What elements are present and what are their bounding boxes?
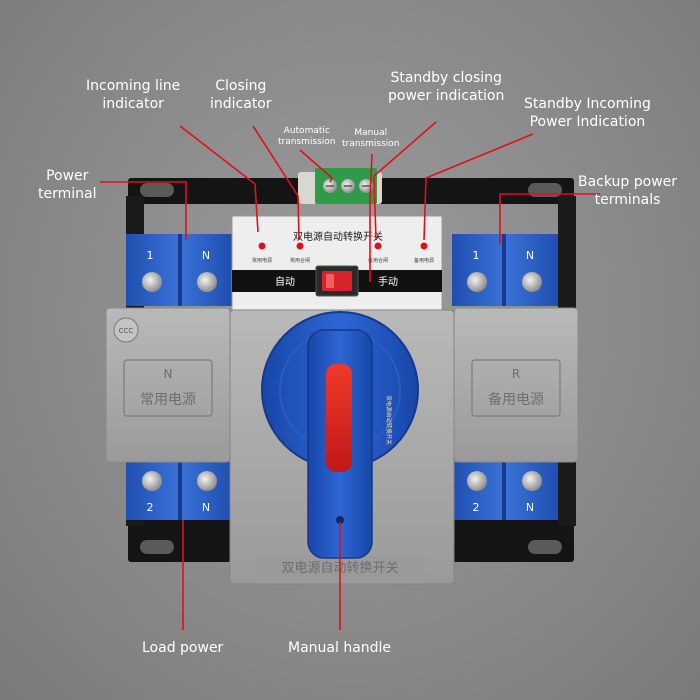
control-panel: 双电源自动转换开关 常用电源 常用合闸 备用合闸 备用电源 自动 手动 (231, 215, 443, 311)
callout-standby-closing-power-indication: Standby closing power indication (388, 70, 504, 105)
callout-incoming-line-indicator: Incoming line indicator (86, 78, 180, 113)
screw-icon (142, 272, 162, 292)
terminal-label: N (526, 249, 534, 262)
callout-line: Standby Incoming (524, 96, 651, 112)
indicator-light (296, 242, 304, 250)
callout-line: transmission (342, 138, 400, 149)
callout-line: Closing (215, 78, 267, 94)
leader-line (369, 153, 373, 282)
mount-slot (140, 183, 174, 197)
mode-manual-label: 手动 (378, 275, 398, 288)
terminal-label: N (202, 249, 210, 262)
callout-load-power: Load power (142, 640, 224, 656)
handle-grip-dot (336, 516, 344, 524)
cover-letter: N (164, 367, 173, 381)
terminal-label: 2 (147, 501, 154, 514)
terminal-cover-normal: CCC N 常用电源 (105, 307, 231, 463)
handle-text: 双电源自动转换开关 (385, 395, 393, 445)
terminal-label: 1 (147, 249, 154, 262)
leader-line (499, 193, 600, 244)
mode-auto-label: 自动 (275, 275, 295, 288)
indicator-light (420, 242, 428, 250)
terminal-label: 1 (473, 249, 480, 262)
terminal-block-top-left: 1 N (126, 234, 232, 306)
leader-lines (100, 121, 600, 630)
callout-line: power indication (388, 87, 505, 104)
terminal-label: N (202, 501, 210, 514)
cover-letter: R (512, 367, 520, 381)
screw-icon (197, 471, 217, 491)
callout-line: Standby closing (390, 70, 502, 86)
callout-line: Power Indication (529, 113, 646, 130)
cover-text: 常用电源 (140, 392, 196, 408)
indicator-light (374, 242, 382, 250)
callout-automatic-transmission: Automatic transmission (278, 126, 336, 148)
cover-text: 备用电源 (488, 391, 544, 408)
terminal-block-top-right: 1 N (452, 234, 558, 306)
screw-icon (522, 471, 542, 491)
callout-manual-handle: Manual handle (288, 640, 392, 656)
screw-icon (142, 471, 162, 491)
leader-line (100, 181, 187, 240)
callout-standby-incoming-power-indication: Standby Incoming Power Indication (524, 96, 651, 131)
terminal-block-bottom-right: 2 N (452, 462, 558, 520)
terminal-cover-backup: R 备用电源 (453, 307, 579, 463)
terminal-label: 2 (473, 501, 480, 514)
leader-line (373, 121, 437, 241)
callout-backup-power-terminals: Backup power terminals (578, 174, 677, 209)
indicator-label: 常用电源 (252, 257, 272, 264)
callout-line: Incoming line (86, 78, 181, 94)
screw-icon (197, 272, 217, 292)
screw-icon (522, 272, 542, 292)
mount-slot (528, 540, 562, 554)
handle-indicator-strip (326, 364, 352, 472)
leader-line (252, 125, 300, 241)
callout-closing-indicator: Closing indicator (210, 78, 272, 113)
screw-icon (467, 272, 487, 292)
leader-line (423, 133, 534, 241)
indicator-label: 备用合闸 (368, 257, 388, 264)
callout-manual-transmission: Manual transmission (342, 128, 400, 150)
mount-slot (140, 540, 174, 554)
terminal-block-bottom-left: 2 N (126, 462, 232, 520)
callout-line: Backup power (578, 174, 678, 190)
callout-line: indicator (210, 95, 272, 112)
leader-line (299, 149, 333, 183)
callout-line: transmission (278, 136, 336, 147)
callout-line: indicator (102, 95, 164, 112)
mount-slot (528, 183, 562, 197)
panel-title: 双电源自动转换开关 (293, 230, 383, 243)
indicator-label: 备用电源 (414, 257, 434, 264)
ccc-mark-text: CCC (119, 327, 134, 335)
indicator-light (258, 242, 266, 250)
callout-line: terminals (594, 191, 661, 208)
callout-line: Power (46, 168, 89, 184)
terminal-label: N (526, 501, 534, 514)
ccc-mark-icon (113, 317, 139, 343)
screw-icon (467, 471, 487, 491)
callout-line: Manual (354, 128, 388, 138)
leader-line (179, 125, 259, 233)
callout-line: Automatic (283, 126, 330, 136)
indicator-label: 常用合闸 (290, 257, 310, 264)
callout-power-terminal: Power terminal (38, 168, 96, 203)
manual-handle[interactable]: 双电源自动转换开关 (261, 311, 419, 559)
callout-line: terminal (38, 185, 97, 202)
